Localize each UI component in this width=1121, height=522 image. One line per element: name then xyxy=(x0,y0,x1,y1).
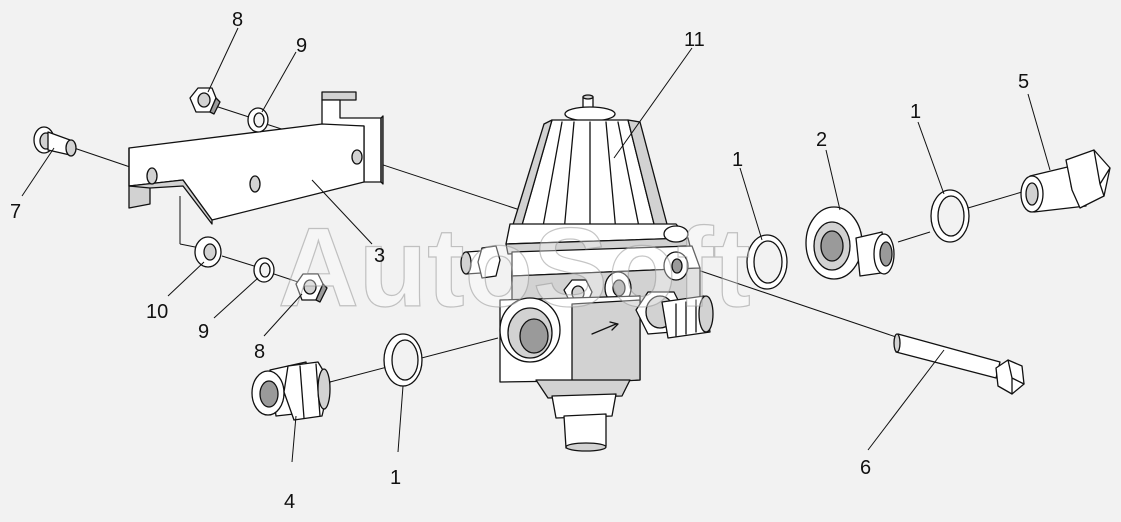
banjo-bolt xyxy=(1020,149,1111,213)
callout-9-upper: 9 xyxy=(296,35,307,57)
callout-2: 2 xyxy=(816,129,827,151)
lower-nut xyxy=(295,273,328,303)
leader-11 xyxy=(613,47,693,159)
callout-8-lower: 8 xyxy=(254,341,265,363)
watermark-autosoft: AutoSoft xyxy=(278,205,751,330)
union-fitting xyxy=(251,361,331,421)
flat-washer xyxy=(194,236,222,268)
callout-3: 3 xyxy=(374,245,385,267)
upper-nut xyxy=(189,87,221,115)
bracket-bolt xyxy=(33,126,77,157)
leader-5 xyxy=(1027,93,1051,171)
leader-4 xyxy=(291,415,297,463)
leader-9-upper xyxy=(261,51,297,113)
callout-11: 11 xyxy=(684,29,705,51)
callout-1-banjo-left: 1 xyxy=(732,149,743,171)
leader-10 xyxy=(167,261,205,297)
leader-1-banjo-right xyxy=(917,121,945,195)
callout-10: 10 xyxy=(146,301,168,323)
callout-1-banjo-right: 1 xyxy=(910,101,921,123)
leader-8-upper xyxy=(207,27,239,93)
sealing-ring-banjo-right xyxy=(930,189,970,243)
axis-bolt-to-valve xyxy=(679,263,906,341)
banjo-fitting xyxy=(805,206,895,280)
regulator-valve xyxy=(460,94,714,452)
sealing-ring-front xyxy=(383,333,423,387)
leader-6 xyxy=(867,349,945,451)
callout-leaders xyxy=(21,27,1051,463)
axis-bracket-upper xyxy=(73,147,134,169)
axis-ring-to-bolt xyxy=(967,191,1023,209)
callout-5: 5 xyxy=(1018,71,1029,93)
callout-1-front: 1 xyxy=(390,467,401,489)
axis-nut-lower xyxy=(273,273,299,283)
callout-9-lower: 9 xyxy=(198,321,209,343)
callout-8-upper: 8 xyxy=(232,9,243,31)
axis-banjo-right xyxy=(897,231,931,243)
callout-7: 7 xyxy=(10,201,21,223)
mounting-bolt xyxy=(893,333,1025,395)
mounting-bracket xyxy=(128,91,384,225)
leader-1-banjo-left xyxy=(739,167,763,241)
axis-nut-upper xyxy=(211,104,253,119)
leader-1-front xyxy=(397,385,404,453)
leader-2 xyxy=(825,149,841,211)
lower-spring-washer xyxy=(253,257,275,283)
leader-8-lower xyxy=(263,293,303,337)
sealing-ring-banjo-left xyxy=(746,234,788,290)
leader-7 xyxy=(21,147,55,197)
callout-numbers: 1 1 1 2 3 4 5 6 7 8 8 9 9 10 11 xyxy=(10,9,1029,513)
axis-bracket-to-valve xyxy=(361,157,521,211)
callout-4: 4 xyxy=(284,491,295,513)
callout-6: 6 xyxy=(860,457,871,479)
upper-spring-washer xyxy=(247,107,269,133)
axis-washer-lower xyxy=(221,255,255,267)
leader-3 xyxy=(311,179,373,245)
leader-9-lower xyxy=(213,277,259,319)
